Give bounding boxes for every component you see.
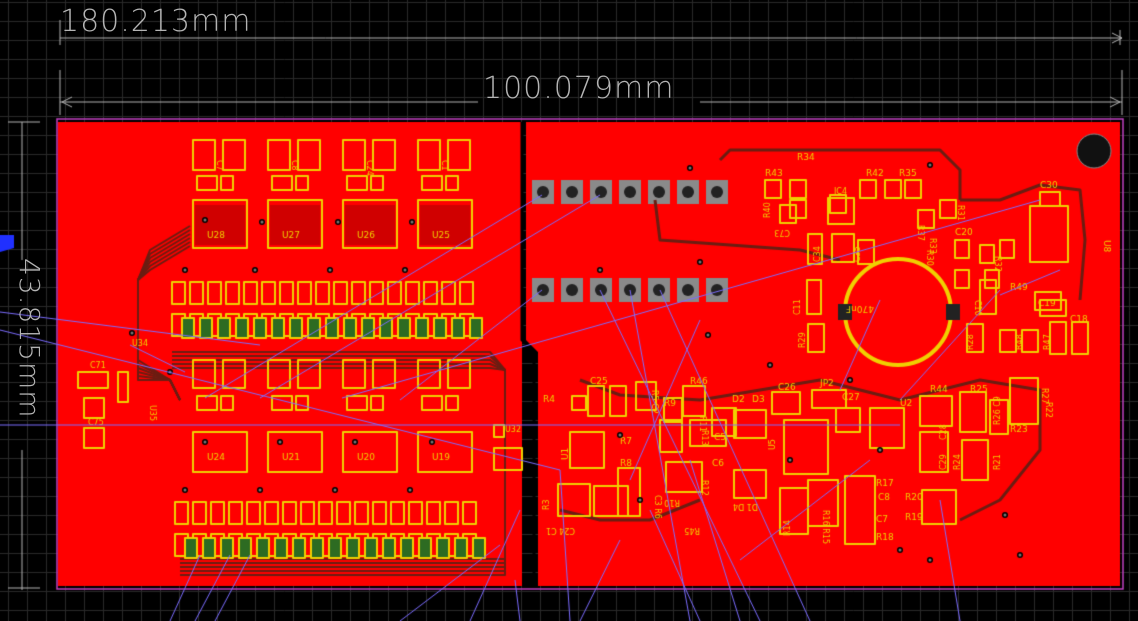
board-height-dimension: 43.815mm (13, 258, 46, 419)
board-width-dimension: 100.079mm (483, 71, 675, 106)
overall-width-dimension: 180.213mm (60, 4, 252, 39)
